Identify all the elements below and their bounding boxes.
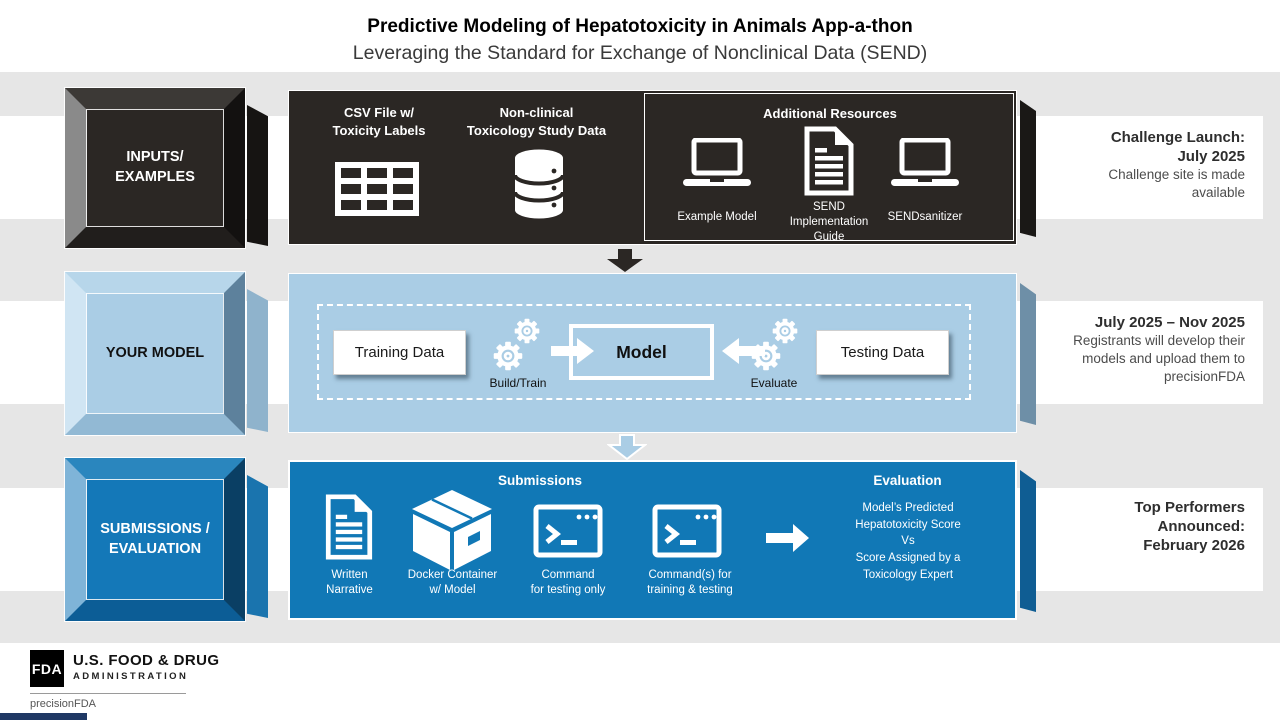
timeline-row1: Challenge Launch: July 2025 Challenge si… bbox=[1030, 128, 1245, 202]
additional-resources-heading: Additional Resources bbox=[763, 106, 897, 121]
your-model-label: YOUR MODEL bbox=[86, 293, 224, 414]
down-arrow-light-blue-icon bbox=[607, 434, 647, 461]
submissions-evaluation-label: SUBMISSIONS / EVALUATION bbox=[86, 479, 224, 600]
submissions-box-3d-flap bbox=[247, 475, 268, 618]
your-model-3d-flap bbox=[247, 289, 268, 432]
fda-org-subname: ADMINISTRATION bbox=[73, 671, 189, 682]
timeline-row1-heading: Challenge Launch: bbox=[1110, 129, 1245, 146]
example-model-label: Example Model bbox=[677, 211, 757, 223]
inputs-panel-3d-flap bbox=[1020, 100, 1036, 237]
sendsanitizer-label: SENDsanitizer bbox=[887, 211, 963, 223]
toxicology-heading: Non-clinical Toxicology Study Data bbox=[466, 105, 607, 138]
testing-data-box: Testing Data bbox=[816, 330, 949, 375]
your-model-box: YOUR MODEL bbox=[65, 272, 245, 435]
timeline-row2-heading: July 2025 – Nov 2025 bbox=[1094, 314, 1245, 331]
model-pipeline-outline bbox=[317, 304, 971, 400]
csv-heading: CSV File w/ Toxicity Labels bbox=[332, 105, 426, 138]
timeline-row3-heading: Top Performers bbox=[1134, 499, 1245, 516]
down-arrow-dark-icon bbox=[607, 249, 643, 272]
database-icon bbox=[513, 149, 565, 219]
your-model-panel: Training Data Build/Train Model Evaluate… bbox=[288, 273, 1017, 433]
laptop-icon bbox=[889, 138, 961, 190]
fda-logo: FDA bbox=[30, 650, 64, 687]
inputs-panel: CSV File w/ Toxicity Labels Non-clinical… bbox=[288, 90, 1017, 245]
document-icon bbox=[801, 126, 857, 196]
terminal-icon bbox=[533, 504, 603, 558]
training-data-box: Training Data bbox=[333, 330, 466, 375]
navy-accent-bar bbox=[0, 713, 87, 720]
fda-org-name: U.S. FOOD & DRUG bbox=[73, 652, 220, 669]
footer-divider bbox=[30, 693, 186, 694]
precisionfda-brand: precisionFDA bbox=[30, 698, 97, 710]
terminal-icon bbox=[652, 504, 722, 558]
timeline-row2-body: Registrants will develop their models an… bbox=[1073, 333, 1245, 384]
build-train-label: Build/Train bbox=[489, 376, 547, 390]
submissions-panel-3d-flap bbox=[1020, 470, 1036, 612]
evaluation-heading: Evaluation bbox=[873, 473, 942, 488]
evaluate-label: Evaluate bbox=[750, 376, 798, 390]
inputs-examples-label: INPUTS/ EXAMPLES bbox=[86, 109, 224, 227]
gears-icon bbox=[489, 316, 542, 374]
submissions-heading: Submissions bbox=[497, 473, 583, 488]
submissions-evaluation-box: SUBMISSIONS / EVALUATION bbox=[65, 458, 245, 621]
your-model-panel-3d-flap bbox=[1020, 283, 1036, 425]
send-guide-label: SEND Implementation Guide bbox=[789, 201, 869, 243]
timeline-row3: Top Performers Announced: February 2026 bbox=[1030, 498, 1245, 556]
docker-box-icon bbox=[412, 490, 492, 570]
table-grid-icon bbox=[335, 162, 419, 216]
additional-resources-box: Additional Resources Example Model SEND … bbox=[644, 93, 1014, 243]
model-box: Model bbox=[569, 324, 714, 380]
page-title: Predictive Modeling of Hepatotoxicity in… bbox=[367, 16, 913, 37]
page-subtitle: Leveraging the Standard for Exchange of … bbox=[352, 42, 928, 64]
evaluation-description: Model’s Predicted Hepatotoxicity Score V… bbox=[855, 502, 961, 581]
inputs-examples-box: INPUTS/ EXAMPLES bbox=[65, 88, 245, 248]
right-arrow-icon bbox=[766, 524, 809, 552]
gears-icon bbox=[747, 316, 800, 374]
laptop-icon bbox=[681, 138, 753, 190]
document-icon bbox=[322, 494, 376, 560]
timeline-row1-body: Challenge site is made available bbox=[1108, 167, 1245, 201]
inputs-box-3d-flap bbox=[247, 105, 268, 246]
left-arrow-icon bbox=[722, 338, 765, 364]
timeline-row2: July 2025 – Nov 2025 Registrants will de… bbox=[1030, 313, 1245, 386]
